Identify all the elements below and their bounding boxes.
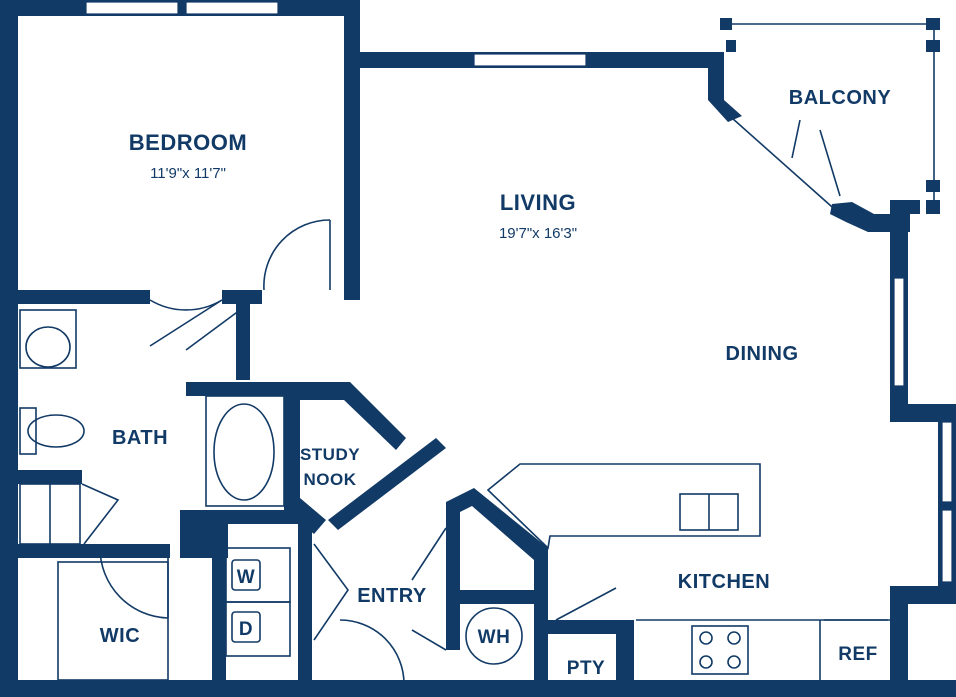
- study-nook-label-line1: STUDY: [300, 445, 360, 464]
- balcony-label: BALCONY: [789, 87, 892, 109]
- study-nook-label-line2: NOOK: [304, 470, 357, 489]
- balcony-area: [708, 18, 940, 232]
- dryer-label: D: [239, 619, 253, 640]
- windows: [85, 1, 953, 583]
- living-size: 19'7"x 16'3": [499, 225, 577, 242]
- wic-label: WIC: [100, 625, 140, 647]
- living-label: LIVING: [500, 190, 576, 215]
- entry-label: ENTRY: [357, 585, 427, 607]
- doors: [57, 219, 617, 685]
- room-labels: BEDROOM 11'9"x 11'7" LIVING 19'7"x 16'3"…: [100, 87, 892, 679]
- interior-walls: [0, 290, 634, 696]
- kitchen-label: KITCHEN: [678, 571, 770, 593]
- washer-label: W: [237, 567, 255, 588]
- dining-label: DINING: [726, 343, 799, 365]
- bath-fixtures: [19, 309, 285, 545]
- laundry-appliances: [225, 547, 523, 665]
- bedroom-size: 11'9"x 11'7": [150, 165, 226, 182]
- bath-label: BATH: [112, 427, 168, 449]
- water-heater-label: WH: [478, 627, 511, 648]
- pantry-label: PTY: [567, 658, 605, 679]
- ref-label: REF: [838, 644, 878, 665]
- bedroom-label: BEDROOM: [129, 130, 247, 155]
- kitchen-counters: [486, 463, 890, 680]
